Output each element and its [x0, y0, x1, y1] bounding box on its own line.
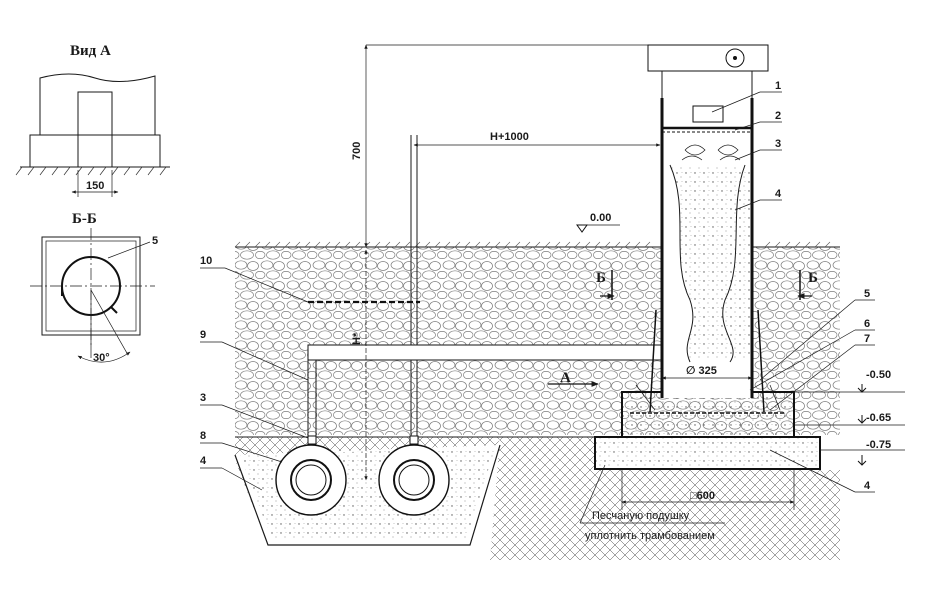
dim-700: 700: [351, 142, 363, 160]
view-a-dim: 150: [86, 180, 104, 192]
pipe-left: [275, 444, 347, 516]
callout-4-bottom: 4: [864, 480, 871, 492]
section-bb-title: Б-Б: [72, 211, 97, 227]
section-mark-left: Б: [596, 270, 606, 286]
pipe-right: [378, 444, 450, 516]
level-m050: -0.50: [866, 369, 891, 381]
note-line-1: Песчаную подушку: [592, 510, 690, 522]
level-m075: -0.75: [866, 439, 891, 451]
section-bb: Б-Б 5 30°: [30, 211, 158, 364]
callouts: 1 2 3 4 5 6 7 4 10 9 3 8 4: [200, 80, 875, 524]
dim-square: □600: [690, 490, 715, 502]
callout-8: 8: [200, 430, 206, 442]
section-bb-callout: 5: [152, 235, 158, 247]
main-section: [234, 44, 840, 560]
view-a: Вид А 150: [15, 43, 170, 197]
callout-2: 2: [775, 110, 781, 122]
view-a-title: Вид А: [70, 43, 111, 59]
level-m065: -0.65: [866, 412, 891, 424]
dim-h-star: H*: [351, 332, 363, 345]
section-marks: Б Б А: [548, 270, 818, 387]
callout-3-left: 3: [200, 392, 206, 404]
callout-4-left: 4: [200, 455, 207, 467]
dim-h-plus-1000: H+1000: [490, 131, 529, 143]
callout-5: 5: [864, 288, 870, 300]
callout-3-right: 3: [775, 138, 781, 150]
callout-4-right: 4: [775, 188, 782, 200]
callout-1: 1: [775, 80, 781, 92]
note: Песчаную подушку уплотнить трамбованием: [585, 510, 715, 542]
callout-7: 7: [864, 333, 870, 345]
callout-10: 10: [200, 255, 212, 267]
callout-9: 9: [200, 329, 206, 341]
view-arrow-label: А: [560, 370, 571, 386]
level-marks: 0.00 -0.50 -0.65 -0.75: [576, 212, 905, 466]
note-line-2: уплотнить трамбованием: [585, 530, 715, 542]
section-bb-angle: 30°: [93, 352, 110, 364]
level-zero: 0.00: [590, 212, 611, 224]
section-mark-right: Б: [808, 270, 818, 286]
dim-diameter: ∅ 325: [686, 365, 717, 377]
dimensions: 700 H+1000 H* ∅ 325 □600: [351, 44, 795, 510]
callout-6: 6: [864, 318, 870, 330]
